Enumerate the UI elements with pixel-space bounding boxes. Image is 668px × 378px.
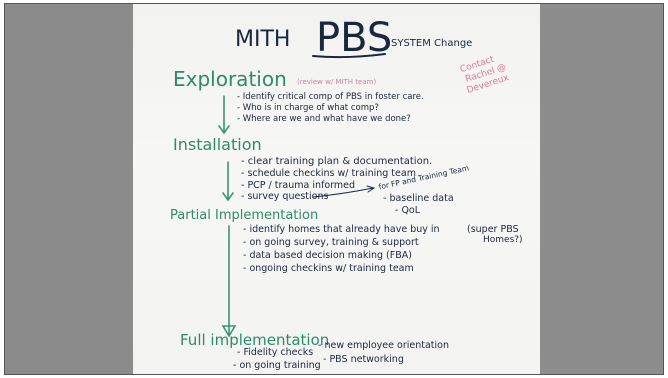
- installation-item-1: - clear training plan & documentation.: [241, 156, 432, 167]
- installation-arrow: [222, 161, 234, 202]
- partial-aside-2: Homes?): [483, 235, 523, 245]
- installation-item-4: - survey questions: [241, 191, 328, 202]
- left-wall: [5, 4, 133, 374]
- exploration-item-3: - Where are we and what have we done?: [237, 114, 411, 124]
- survey-arrow: [312, 185, 376, 198]
- full-left-item-2: - on going training: [233, 360, 321, 371]
- title-main: PBS: [316, 15, 392, 61]
- installation-side-2: - QoL: [395, 205, 421, 216]
- partial-heading: Partial Implementation: [170, 208, 318, 223]
- partial-arrow: [221, 225, 237, 338]
- partial-item-2: - on going survey, training & support: [243, 237, 419, 248]
- installation-item-3: - PCP / trauma informed: [241, 180, 355, 191]
- exploration-heading: Exploration: [173, 67, 287, 91]
- exploration-item-1: - Identify critical comp of PBS in foste…: [237, 92, 424, 102]
- title-right: SYSTEM Change: [391, 38, 472, 49]
- whiteboard-photo: MITH PBS SYSTEM Change Contact Rachel @ …: [4, 3, 664, 375]
- full-left-item-1: - Fidelity checks: [237, 347, 313, 358]
- installation-side-1: - baseline data: [383, 193, 454, 204]
- partial-item-3: - data based decision making (FBA): [243, 250, 412, 261]
- title-underline: [312, 53, 386, 59]
- whiteboard: MITH PBS SYSTEM Change Contact Rachel @ …: [133, 4, 540, 374]
- exploration-note: (review w/ MITH team): [297, 78, 376, 86]
- exploration-item-2: - Who is in charge of what comp?: [237, 103, 379, 113]
- full-heading: Full implementation: [180, 331, 329, 349]
- contact-note: Contact Rachel @ Devereux: [459, 55, 511, 96]
- title-left: MITH: [235, 27, 290, 52]
- whiteboard-drawing: MITH PBS SYSTEM Change Contact Rachel @ …: [170, 15, 523, 371]
- partial-item-4: - ongoing checkins w/ training team: [243, 263, 414, 274]
- partial-aside-1: (super PBS: [467, 224, 519, 235]
- full-right-item-2: - PBS networking: [323, 354, 404, 365]
- installation-item-2: - schedule checkins w/ training team: [241, 168, 416, 179]
- full-right-item-1: - new employee orientation: [318, 340, 449, 351]
- exploration-arrow: [218, 95, 230, 135]
- partial-item-1: - identify homes that already have buy i…: [243, 224, 440, 235]
- right-wall: [538, 4, 663, 374]
- installation-heading: Installation: [173, 135, 262, 154]
